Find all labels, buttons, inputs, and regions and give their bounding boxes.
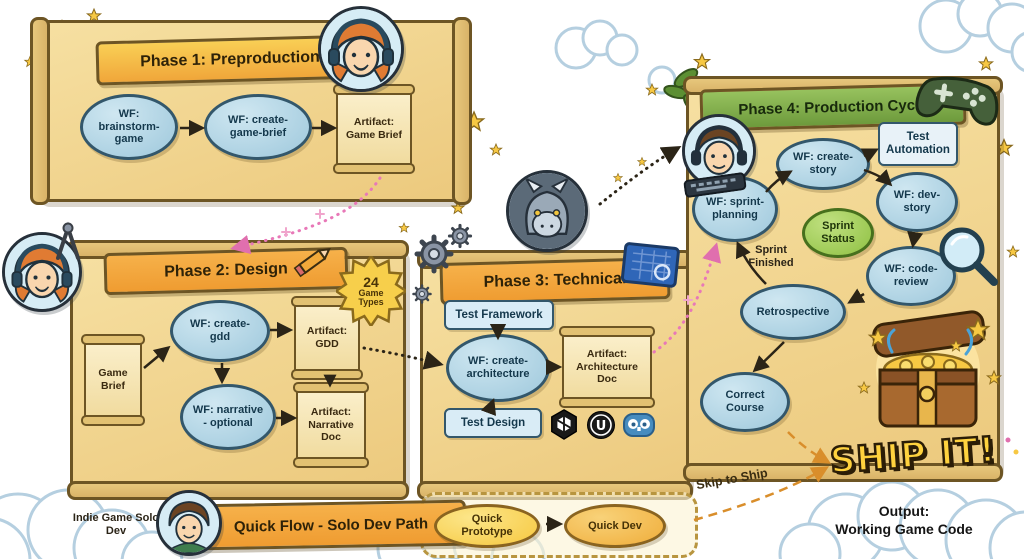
- artifact-architecture-doc: Artifact: Architecture Doc: [559, 326, 655, 408]
- godot-icon: [622, 408, 656, 440]
- treasure-chest-icon: [846, 308, 1010, 448]
- quick-prototype-node: Quick Prototype: [434, 504, 540, 548]
- test-automation-node: Test Automation: [878, 122, 958, 166]
- game-types-badge: 24 Game Types: [336, 256, 406, 326]
- phase1-title: Phase 1: Preproduction: [139, 48, 320, 71]
- output-caption: Output: Working Game Code: [796, 502, 1012, 538]
- wf-create-gdd-node: WF: create-gdd: [170, 300, 270, 362]
- dragon-architect-avatar: [506, 170, 588, 252]
- svg-text:U: U: [596, 419, 607, 434]
- preproduction-analyst-avatar: [318, 6, 404, 92]
- unity-icon: [548, 408, 580, 442]
- phase4-title: Phase 4: Production Cycle: [738, 96, 928, 118]
- output-caption-line2: Working Game Code: [835, 521, 973, 538]
- pencil-icon: [281, 229, 345, 293]
- wf-brainstorm-game-node: WF: brainstorm-game: [80, 94, 178, 160]
- quick-flow-title: Quick Flow - Solo Dev Path: [233, 514, 429, 536]
- solo-dev-avatar: [156, 490, 222, 556]
- phase3-title: Phase 3: Technical: [483, 270, 627, 291]
- wf-create-story-node: WF: create-story: [776, 138, 870, 190]
- game-types-badge-text: 24 Game Types: [358, 274, 384, 307]
- quick-flow-banner: Quick Flow - Solo Dev Path: [195, 499, 467, 551]
- wf-create-architecture-node: WF: create-architecture: [446, 334, 550, 402]
- phase2-title: Phase 2: Design: [163, 260, 288, 281]
- solo-dev-caption: Indie Game Solo Dev: [72, 512, 160, 538]
- unreal-icon: U: [586, 410, 616, 440]
- game-controller-icon: [913, 64, 1004, 131]
- game-designer-avatar: [2, 232, 82, 312]
- retrospective-node: Retrospective: [740, 284, 846, 340]
- correct-course-node: Correct Course: [700, 372, 790, 432]
- magnifier-icon: [934, 222, 1002, 290]
- quick-dev-node: Quick Dev: [564, 504, 666, 548]
- gear-icon: [404, 222, 476, 310]
- keyboard-icon: [683, 172, 747, 198]
- sprint-status-node: Sprint Status: [802, 208, 874, 258]
- blueprint-icon: [620, 237, 683, 291]
- artifact-narrative-doc: Artifact: Narrative Doc: [293, 382, 369, 468]
- output-caption-line1: Output:: [878, 503, 930, 519]
- test-design-node: Test Design: [444, 408, 542, 438]
- calipers-icon: [48, 220, 88, 262]
- artifact-game-brief: Artifact: Game Brief: [333, 84, 415, 174]
- wf-code-review-node: WF: code-review: [866, 246, 956, 306]
- game-brief-input: Game Brief: [81, 334, 145, 426]
- sprint-finished-label: Sprint Finished: [748, 244, 794, 270]
- wf-narrative-node: WF: narrative - optional: [180, 384, 276, 450]
- wf-create-game-brief-node: WF: create-game-brief: [204, 94, 312, 160]
